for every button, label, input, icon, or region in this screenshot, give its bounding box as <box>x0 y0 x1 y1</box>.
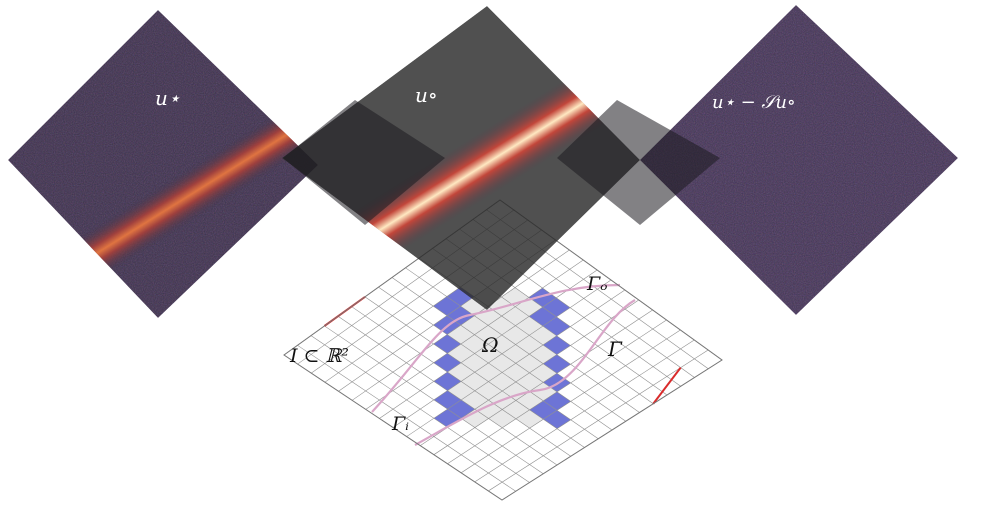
vessel-wall-upper <box>371 283 621 413</box>
grid-line <box>406 289 626 437</box>
residual-label: u⋆ − 𝒮u∘ <box>712 92 796 113</box>
boundary-label: Γ <box>607 337 623 361</box>
overlap-right <box>557 100 720 225</box>
inlet-label: Γᵢ <box>391 413 409 435</box>
grid-line <box>310 335 530 483</box>
flow-domain-label: Ω <box>481 333 499 357</box>
vessel-wall-lower <box>414 299 636 446</box>
fitted-label: u∘ <box>415 83 438 107</box>
grid-line <box>337 316 558 466</box>
grid-line <box>460 329 681 474</box>
outlet-edge <box>652 367 682 405</box>
grid-outline <box>283 199 723 501</box>
grid-line <box>447 319 667 465</box>
pixel-grid <box>283 199 723 501</box>
outlet-label: Γₒ <box>586 273 608 295</box>
image-domain-label: I ⊂ ℝ² <box>289 345 349 367</box>
measured-label: u⋆ <box>155 86 180 110</box>
grid-line <box>324 325 544 474</box>
overlap-left <box>283 100 445 225</box>
grid-line <box>433 309 653 455</box>
grid-line <box>378 286 599 439</box>
grid-line <box>351 306 571 457</box>
grid-line <box>391 277 613 431</box>
grid-line <box>488 349 709 492</box>
grid-line <box>474 339 695 483</box>
grid-line <box>297 345 516 492</box>
grid-line <box>364 296 585 448</box>
